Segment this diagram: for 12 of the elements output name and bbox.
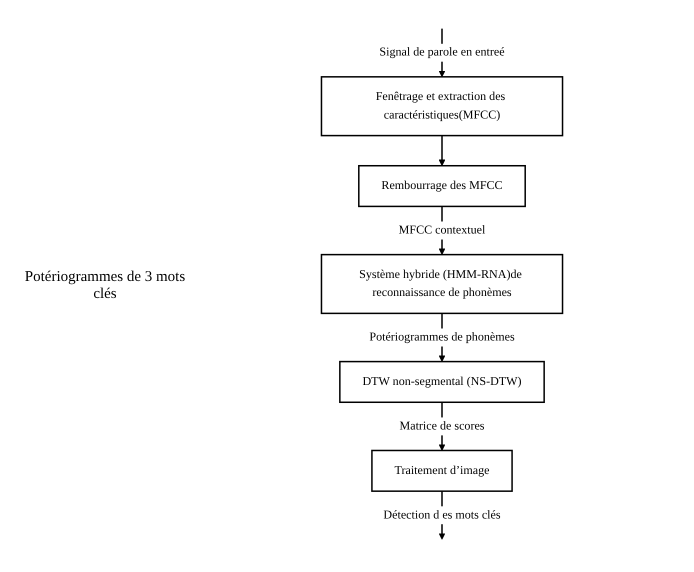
node-box: Fenêtrage et extraction des caractéristiques(MFCC)	[320, 76, 564, 136]
edge-label: Potériogrammes de phonèmes	[369, 330, 515, 344]
edge-label: MFCC contextuel	[398, 224, 486, 237]
edge-label: Signal de parole en entreé	[379, 46, 505, 59]
edge-label: Matrice de scores	[399, 420, 485, 432]
node-box: Rembourrage des MFCC	[358, 164, 526, 208]
node-box: Système hybride (HMM-RNA)de reconnaissance de phonèmes	[320, 254, 564, 314]
note-text: Potériogrammes de 3 mots clés	[24, 269, 186, 303]
node-box: DTW non-segmental (NS-DTW)	[339, 360, 545, 404]
edge-label: Détection d es mots clés	[383, 508, 501, 522]
node-box: Traitement d’image	[371, 450, 513, 492]
arrow	[438, 136, 446, 166]
